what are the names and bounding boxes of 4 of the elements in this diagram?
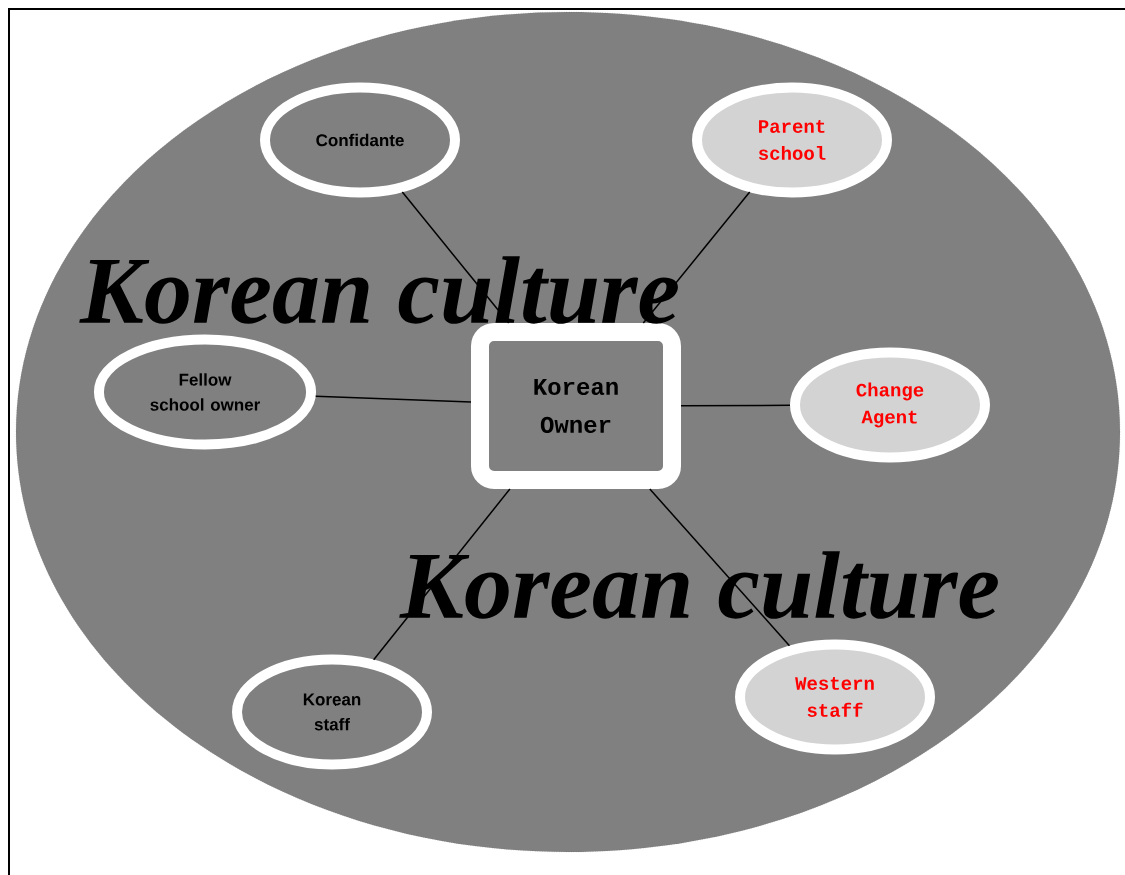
connector-line <box>680 404 791 407</box>
connector-line <box>642 191 751 324</box>
connector-line <box>315 395 472 403</box>
owner-box: Korean Owner <box>471 323 681 489</box>
